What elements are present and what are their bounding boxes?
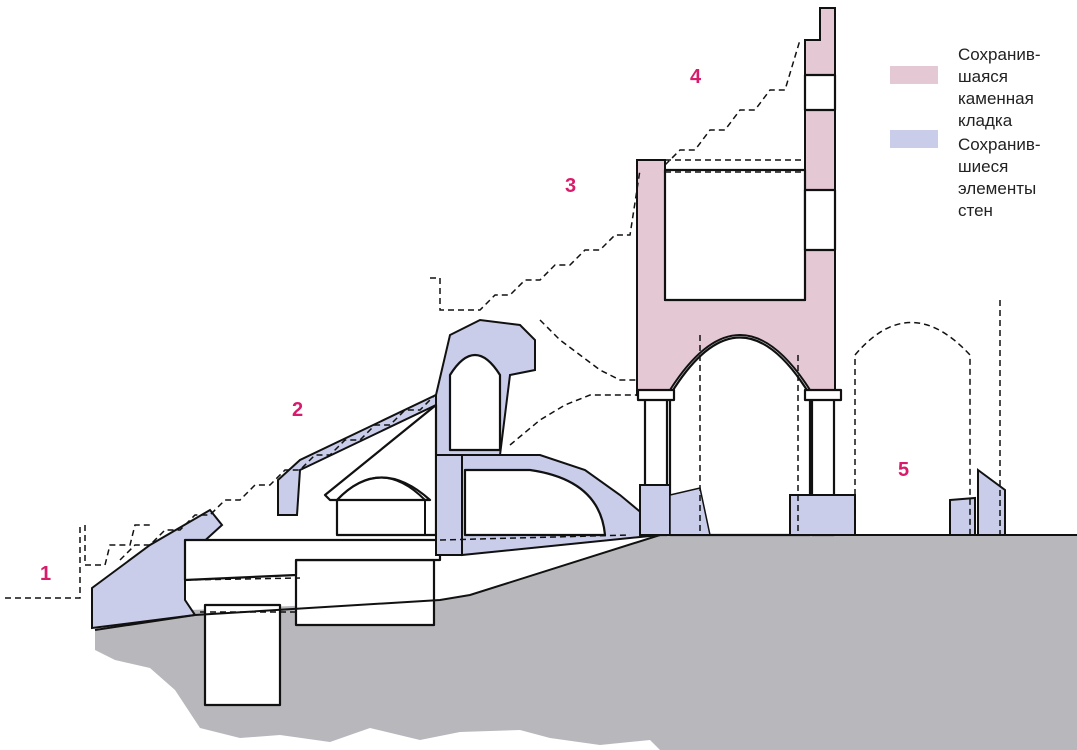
preserved-wall-center [435, 454, 463, 556]
legend-stone-line-2: шаяся [958, 67, 1008, 86]
legend-swatch-stone [890, 66, 938, 84]
reconstruction-pillar [699, 300, 1001, 535]
label-4: 4 [690, 66, 702, 88]
label-3: 3 [565, 175, 576, 197]
reconstruction-steps-1 [119, 394, 436, 561]
foundation-pit [203, 603, 282, 707]
legend-walls-line-4: стен [958, 201, 993, 220]
tier2-niche [448, 354, 502, 452]
reconstruction-steps-3 [664, 39, 801, 166]
preserved-wall-far-right [977, 468, 1006, 536]
legend-stone-line-3: каменная [958, 89, 1034, 108]
column-left-capital [636, 388, 676, 402]
legend-walls-line-3: элементы [958, 179, 1036, 198]
preserved-wall-right [949, 496, 976, 536]
preserved-wall-tier2 [277, 393, 437, 516]
column-left-base [639, 484, 671, 536]
legend-walls-line-1: Сохранив- [958, 135, 1041, 154]
column-right-base [789, 494, 856, 536]
legend-walls-line-2: шиеся [958, 157, 1008, 176]
ground-line [94, 534, 1077, 631]
inner-vault-arch [336, 476, 426, 535]
window-slot-1 [803, 73, 837, 112]
label-5: 5 [898, 459, 909, 481]
reconstruction-ground-line [184, 534, 631, 613]
label-1: 1 [40, 563, 51, 585]
reconstruction-stair-inner [509, 319, 637, 446]
reconstruction-line-left [5, 524, 150, 599]
window-slot-2 [803, 188, 837, 252]
stair-arch [463, 468, 607, 537]
reconstruction-steps-2 [430, 169, 641, 311]
legend-swatch-walls [890, 130, 938, 148]
ground [95, 535, 1077, 750]
label-2: 2 [292, 399, 303, 421]
legend-stone-line-1: Сохранив- [958, 45, 1041, 64]
reconstruction-arch-right [854, 321, 971, 535]
window-lower [663, 168, 807, 302]
preserved-stone-upper-wall [636, 7, 836, 397]
legend-stone-line-4: кладка [958, 111, 1013, 130]
reconstruction-upper-floor [665, 159, 805, 173]
column-right-capital [803, 388, 843, 402]
lower-chamber [294, 558, 436, 627]
